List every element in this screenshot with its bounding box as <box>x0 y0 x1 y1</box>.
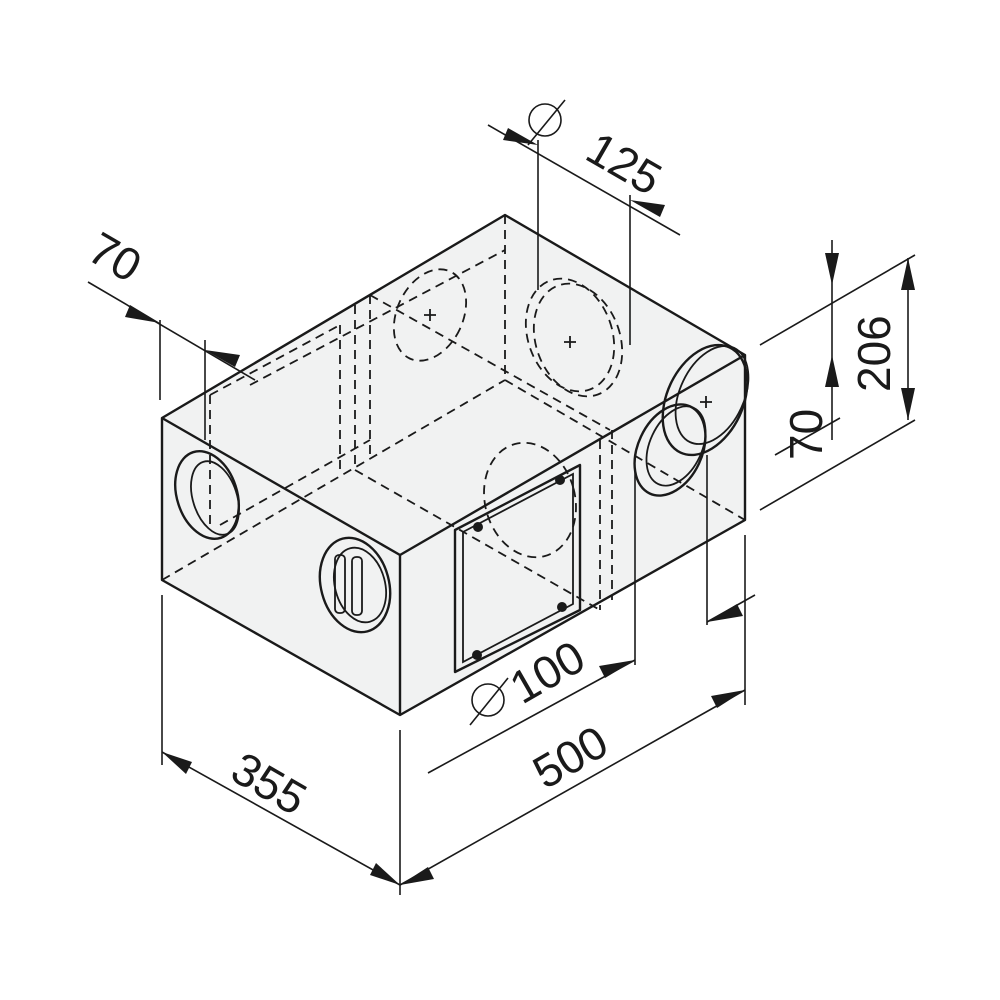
spigot-front-grille <box>318 536 392 634</box>
hidden-spigot-back-right <box>524 277 624 398</box>
box-outline <box>160 213 747 717</box>
box-body <box>162 215 745 715</box>
access-panel <box>453 463 582 674</box>
spigot-left-side <box>174 450 240 540</box>
dimension-offset-right: 70 <box>774 240 841 460</box>
dimension-width-label: 500 <box>524 715 616 798</box>
dimension-depth-label: 355 <box>223 742 315 825</box>
hidden-spigot-back-left <box>392 268 468 362</box>
dimension-height-label: 206 <box>848 315 900 392</box>
spigot-right-upper <box>661 343 750 457</box>
dimension-diameter-large-label: 125 <box>578 122 670 205</box>
dimension-height: 206 <box>759 254 916 511</box>
dimension-offset-left-label: 70 <box>80 222 150 293</box>
spigot-right-lower <box>633 403 707 497</box>
hidden-lines <box>161 215 746 611</box>
dimension-offset-right-label: 70 <box>780 409 832 460</box>
